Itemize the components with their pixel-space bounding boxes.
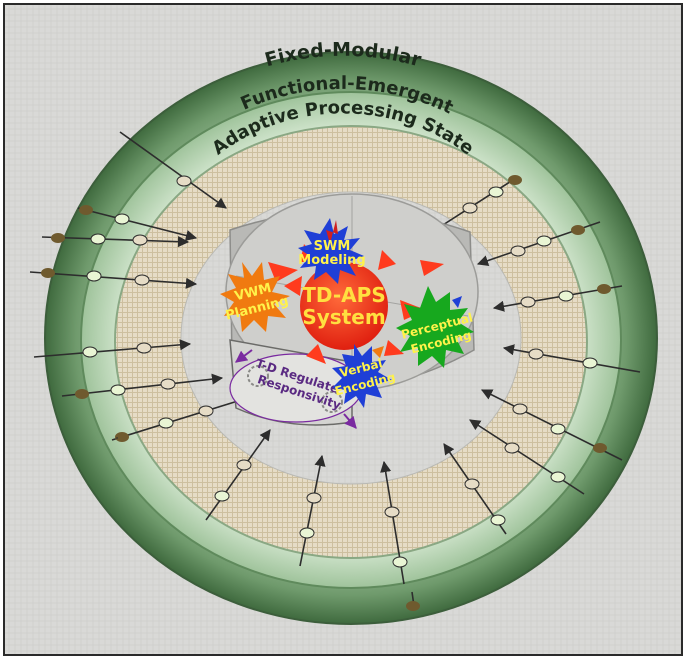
arrow-left-3 bbox=[33, 339, 192, 358]
arrow-left-4 bbox=[61, 373, 224, 399]
node-perceptual: Perceptual Encoding bbox=[396, 286, 474, 368]
center-system: TD-APS System bbox=[268, 244, 444, 364]
center-label-line2: System bbox=[302, 305, 385, 329]
arrow-right-6 bbox=[469, 419, 585, 495]
arrow-left-1 bbox=[41, 233, 190, 248]
arrow-topleft-2 bbox=[77, 205, 198, 241]
node-swm-line2: Modeling bbox=[298, 253, 365, 268]
arrow-left-2 bbox=[29, 268, 198, 289]
arrow-bottom-4 bbox=[443, 443, 507, 535]
arrow-right-5 bbox=[480, 389, 623, 461]
arrow-right-2 bbox=[476, 221, 601, 267]
arrow-bottom-2 bbox=[299, 454, 326, 567]
node-verbal: Verbal Encoding bbox=[332, 344, 397, 408]
arrow-right-4 bbox=[502, 344, 641, 373]
arrow-right-3 bbox=[492, 284, 623, 312]
radial-arrows bbox=[29, 131, 641, 611]
arrow-bottom-3 bbox=[380, 460, 408, 585]
center-orb bbox=[300, 262, 388, 350]
arrow-bottom-5 bbox=[406, 591, 420, 611]
node-swm: SWM Modeling bbox=[298, 218, 366, 284]
arrow-left-5 bbox=[111, 393, 256, 442]
node-swm-line1: SWM bbox=[314, 239, 351, 254]
arrow-topleft-1 bbox=[119, 131, 227, 209]
arrow-bottom-1 bbox=[205, 429, 271, 521]
node-vwm: VWM Planning bbox=[220, 262, 290, 332]
arrow-right-1 bbox=[431, 175, 522, 233]
center-label-line1: TD-APS bbox=[302, 283, 385, 307]
